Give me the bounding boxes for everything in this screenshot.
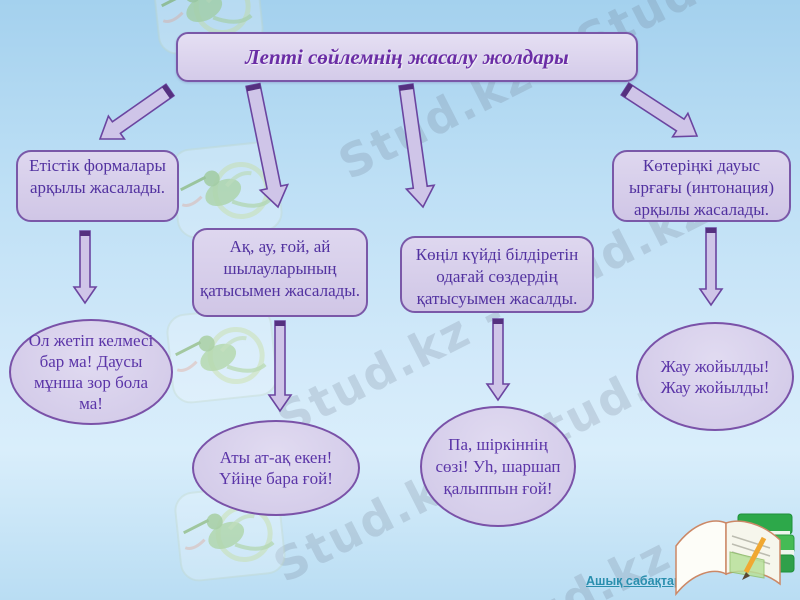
- arrow-title-to-method-1: [98, 83, 176, 140]
- example-ellipse-1: Ол жетіп келмесі бар ма! Даусы мұнша зор…: [9, 319, 173, 425]
- stud-kz-bird-logo: [161, 301, 282, 408]
- method-box-verb-forms: Етістік формалары арқылы жасалады.: [16, 150, 179, 222]
- example-text: Аты ат-ақ екен! Үйіңе бара ғой!: [219, 448, 333, 488]
- arrow-title-to-method-2: [245, 82, 290, 209]
- arrow-method-2-to-example-2: [267, 320, 293, 413]
- example-ellipse-4: Жау жойылды! Жау жойылды!: [636, 322, 794, 431]
- method-box-label: Ақ, ау, ғой, ай шылауларының қатысымен ж…: [200, 237, 360, 300]
- method-box-particles: Ақ, ау, ғой, ай шылауларының қатысымен ж…: [192, 228, 368, 317]
- method-box-label: Көтеріңкі дауыс ырғағы (интонация) арқыл…: [629, 156, 774, 219]
- method-box-label: Етістік формалары арқылы жасалады.: [29, 156, 166, 197]
- title-box: Лепті сөйлемнің жасалу жолдары: [176, 32, 638, 82]
- arrow-method-3-to-example-3: [485, 318, 511, 402]
- arrow-title-to-method-3: [398, 83, 436, 209]
- books-icon: [675, 513, 795, 597]
- open-lessons-link[interactable]: Ашық сабақтар: [586, 574, 682, 588]
- method-box-interjections: Көңіл күйді білдіретін одағай сөздердің …: [400, 236, 594, 313]
- page-title: Лепті сөйлемнің жасалу жолдары: [245, 44, 569, 69]
- arrow-method-4-to-example-4: [698, 227, 724, 307]
- arrow-method-1-to-example-1: [72, 230, 98, 305]
- example-ellipse-2: Аты ат-ақ екен! Үйіңе бара ғой!: [192, 420, 360, 516]
- stud-kz-watermark-text: Stud.kz: [468, 526, 680, 600]
- method-box-label: Көңіл күйді білдіретін одағай сөздердің …: [415, 245, 579, 308]
- example-ellipse-3: Па, шіркіннің сөзі! Уһ, шаршап қалыппын …: [420, 406, 576, 527]
- arrow-title-to-method-4: [620, 81, 699, 138]
- example-text: Ол жетіп келмесі бар ма! Даусы мұнша зор…: [28, 331, 154, 413]
- example-text: Жау жойылды! Жау жойылды!: [660, 356, 770, 397]
- method-box-intonation: Көтеріңкі дауыс ырғағы (интонация) арқыл…: [612, 150, 791, 222]
- example-text: Па, шіркіннің сөзі! Уһ, шаршап қалыппын …: [435, 434, 561, 498]
